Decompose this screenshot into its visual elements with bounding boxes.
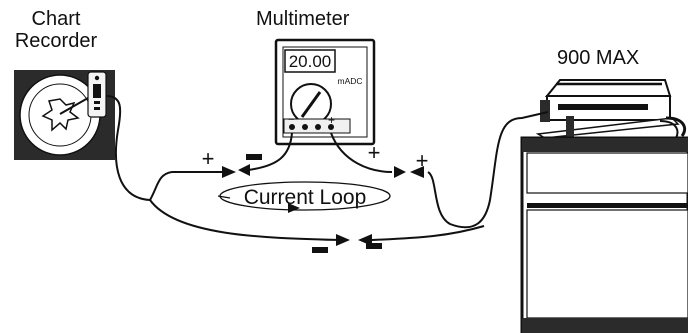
arrow-upper-right-lead — [410, 166, 424, 178]
analyzer-device — [520, 79, 688, 333]
analyzer-probe-cable — [665, 116, 687, 137]
multimeter-minus-lead — [247, 132, 293, 171]
wiring — [105, 95, 549, 241]
analyzer-cabinet-base — [522, 318, 688, 333]
analyzer-panel-divider — [527, 203, 688, 208]
recorder-lower-branch — [149, 199, 339, 241]
recorder-upper-branch — [149, 171, 222, 201]
polarity-minus-recorder — [312, 247, 328, 253]
chart-recorder-trace — [41, 98, 80, 132]
arrow-upper-left-lead — [238, 164, 250, 176]
polarity-minus-analyzer — [366, 243, 382, 249]
multimeter-reading: 20.00 — [289, 52, 332, 71]
multimeter-jack-plus-label: + — [328, 113, 335, 127]
multimeter-bezel — [282, 46, 368, 138]
chart-recorder-device — [14, 70, 115, 160]
polarity-plus-meter: + — [368, 140, 381, 165]
current-loop-label: Current Loop — [244, 186, 367, 209]
multimeter-jack-plus — [328, 124, 334, 130]
analyzer-top-housing — [544, 79, 672, 97]
multimeter-jack — [302, 124, 308, 130]
multimeter-title: Multimeter — [256, 8, 350, 30]
current-loop-tail — [217, 195, 231, 199]
analyzer-probe-clip — [566, 116, 574, 138]
multimeter-jack — [315, 124, 321, 130]
recorder-cable — [105, 95, 151, 201]
multimeter-dial-pointer — [300, 91, 322, 118]
multimeter-jack-minus-label: − — [288, 114, 294, 126]
chart-recorder-title-line2: Recorder — [14, 30, 98, 52]
polarity-minus-meter — [246, 154, 262, 160]
polarity-plus-recorder: + — [202, 146, 215, 171]
analyzer-lower-lead — [371, 225, 485, 241]
current-loop-arrow-right — [288, 203, 300, 213]
chart-recorder-title: Chart Recorder — [6, 8, 106, 52]
multimeter-unit: mADC — [337, 76, 362, 86]
chart-recorder-title-line1: Chart — [31, 8, 81, 30]
multimeter-plus-lead — [330, 132, 393, 173]
multimeter-device: 20.00 mADC − + — [274, 38, 376, 146]
analyzer-probe-cable — [659, 120, 679, 139]
multimeter-jack-minus — [289, 124, 295, 130]
chart-recorder-button — [94, 101, 100, 104]
chart-recorder-button — [94, 107, 100, 110]
arrow-upper-left — [222, 166, 236, 178]
polarity-plus-analyzer: + — [416, 148, 429, 173]
analyzer-title: 900 MAX — [557, 47, 640, 69]
analyzer-panel-lower — [526, 209, 688, 319]
arrow-upper-right — [394, 166, 406, 178]
analyzer-panel-upper — [526, 152, 688, 194]
chart-recorder-knob — [94, 75, 100, 81]
multimeter-display — [284, 49, 336, 73]
chart-recorder-slot — [93, 84, 101, 98]
analyzer-cabinet-top — [522, 138, 688, 152]
analyzer-front-slot — [558, 104, 648, 110]
arrowheads — [222, 164, 424, 246]
analyzer-upper-lead — [427, 111, 549, 229]
analyzer-handle — [540, 100, 550, 122]
arrow-lower-left — [336, 234, 350, 246]
